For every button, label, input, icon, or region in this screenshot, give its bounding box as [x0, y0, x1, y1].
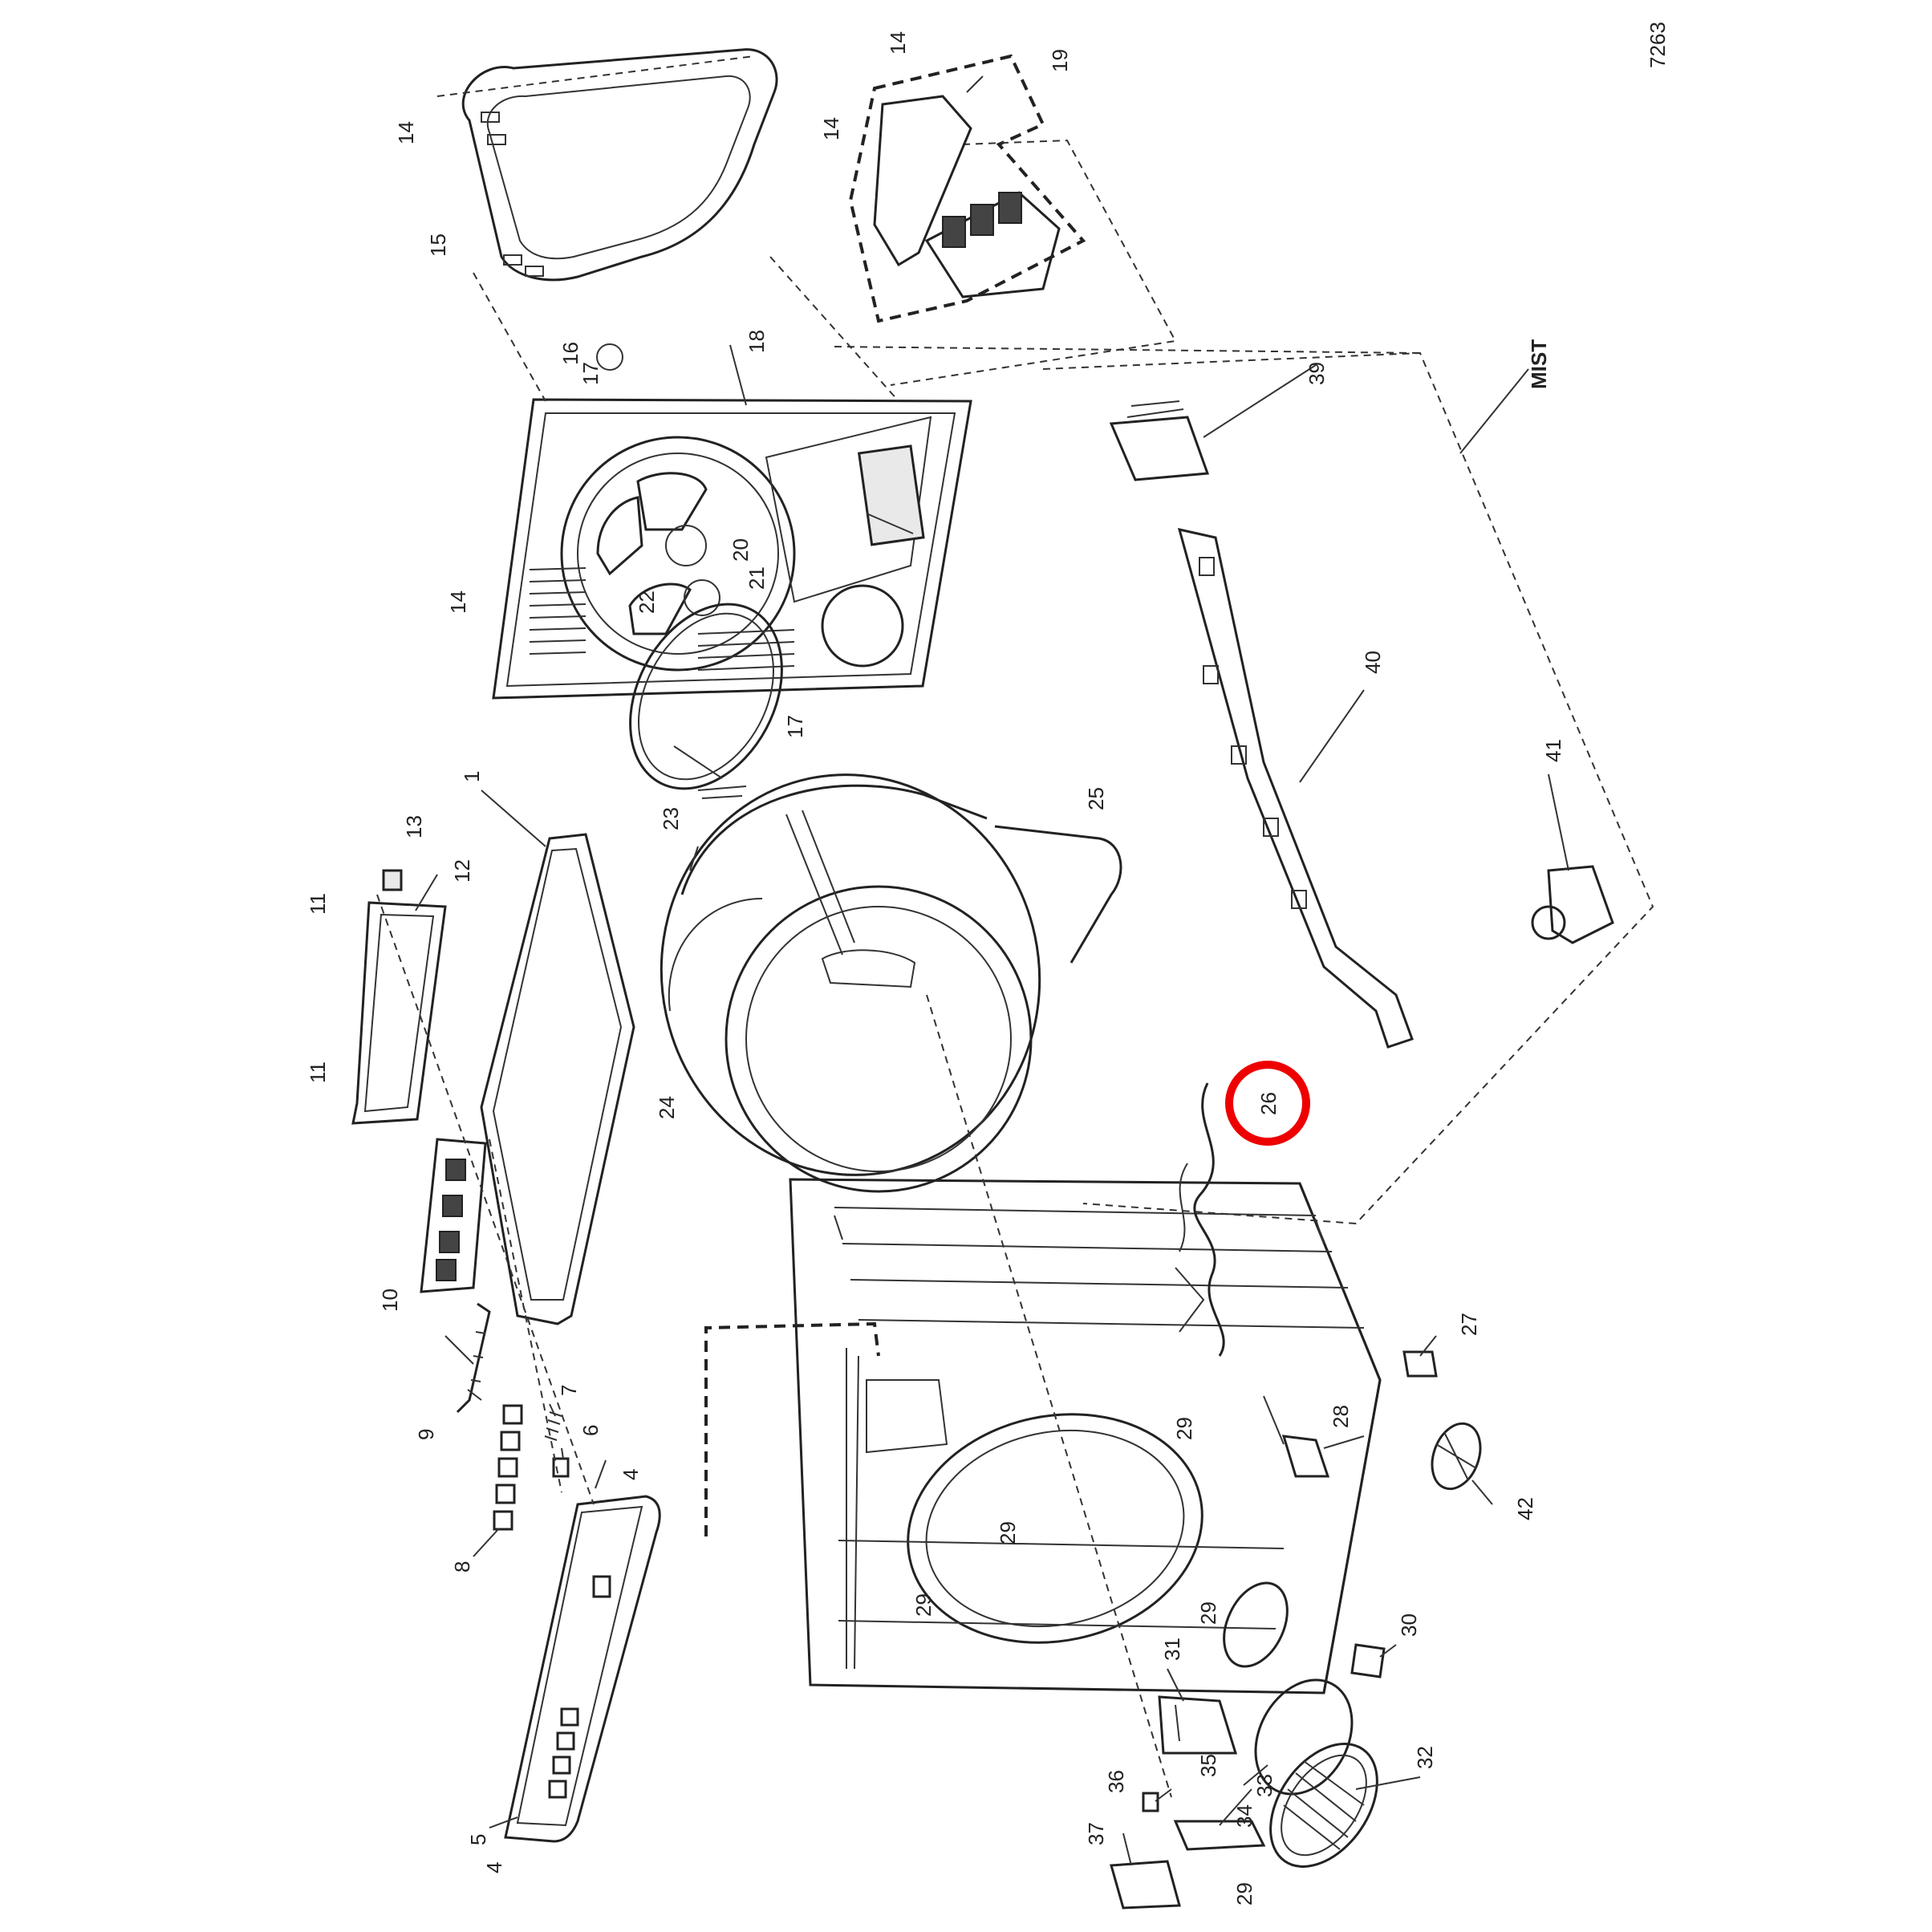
callout-35: 35 — [1196, 1754, 1220, 1777]
highlight-circle-part-26 — [1225, 1061, 1310, 1146]
callout-14: 14 — [394, 121, 418, 144]
part-6-button — [552, 1457, 570, 1478]
part-36-pin — [1142, 1792, 1159, 1812]
callout-20: 20 — [729, 538, 753, 562]
callout-28: 28 — [1329, 1405, 1353, 1428]
callout-9: 9 — [414, 1429, 438, 1440]
callout-36: 36 — [1104, 1770, 1128, 1793]
part-32-grille — [1269, 1743, 1378, 1868]
part-7-spring — [544, 1411, 562, 1441]
part-10-switch-block — [420, 1138, 487, 1293]
callout-29: 29 — [996, 1521, 1020, 1544]
callout-34: 34 — [1232, 1804, 1256, 1828]
part-5-fascia — [504, 1495, 661, 1843]
part-42-duct-ring — [1431, 1422, 1482, 1491]
callout-18: 18 — [745, 330, 769, 353]
part-12-control-module — [351, 869, 447, 1125]
callout-11: 11 — [306, 1061, 330, 1083]
callout-1: 1 — [460, 771, 484, 782]
part-41-valve — [1531, 865, 1614, 944]
callout-40: 40 — [1361, 651, 1385, 674]
callout-41: 41 — [1541, 739, 1565, 762]
callout-27: 27 — [1457, 1313, 1481, 1336]
callout-22: 22 — [635, 591, 659, 614]
callout-labels: 1 4 4 5 6 7 8 9 10 11 11 12 13 14 14 14 … — [306, 31, 1565, 1906]
part-40-rail — [1177, 527, 1414, 1049]
callout-12: 12 — [450, 859, 474, 883]
callout-23: 23 — [659, 807, 683, 830]
group-label-mist: MIST — [1527, 339, 1551, 389]
callout-6: 6 — [578, 1425, 603, 1436]
part-18-rear-panel — [492, 343, 972, 700]
callout-11: 11 — [306, 893, 330, 915]
callout-14: 14 — [819, 117, 843, 140]
callout-24: 24 — [655, 1096, 679, 1119]
part-26-hose — [1175, 1082, 1225, 1357]
callout-4: 4 — [619, 1469, 643, 1480]
vent-slots-left — [529, 567, 795, 671]
part-28-bracket — [1263, 1395, 1330, 1478]
callout-14: 14 — [446, 591, 470, 614]
part-19-assembly — [848, 54, 1177, 386]
callout-15: 15 — [426, 233, 450, 257]
part-9-harness — [456, 1302, 491, 1414]
callout-16: 16 — [558, 342, 582, 365]
drawing-number: 7263 — [1646, 22, 1670, 68]
callout-33: 33 — [1252, 1774, 1276, 1797]
callout-19: 19 — [1048, 49, 1072, 72]
callout-25: 25 — [1084, 787, 1108, 810]
callout-7: 7 — [557, 1385, 581, 1396]
callout-29: 29 — [911, 1593, 936, 1617]
part-33-door-seal — [1254, 1678, 1354, 1796]
part-23-ring — [629, 603, 783, 799]
callout-26: 26 — [1256, 1092, 1281, 1115]
part-39-bracket — [1109, 400, 1210, 481]
callout-30: 30 — [1397, 1613, 1421, 1637]
callout-37: 37 — [1084, 1822, 1108, 1845]
cabinet — [789, 1178, 1382, 1695]
callout-39: 39 — [1305, 362, 1329, 385]
part-15-rear-cover — [461, 48, 778, 282]
callout-42: 42 — [1513, 1497, 1537, 1520]
callout-29: 29 — [1196, 1601, 1220, 1625]
callout-10: 10 — [378, 1289, 402, 1312]
callout-31: 31 — [1160, 1638, 1184, 1661]
leader-lines — [415, 75, 1569, 1866]
callout-29: 29 — [1232, 1882, 1256, 1906]
callout-4: 4 — [482, 1862, 506, 1873]
callout-13: 13 — [402, 815, 426, 838]
callout-17: 17 — [783, 715, 807, 738]
callout-21: 21 — [745, 566, 769, 590]
part-37-hinge — [1110, 1860, 1181, 1910]
part-24-drum — [660, 773, 1122, 1193]
part-30-clip — [1350, 1643, 1386, 1678]
callout-8: 8 — [450, 1561, 474, 1573]
part-34-handle — [1173, 1820, 1266, 1851]
callout-14: 14 — [886, 31, 910, 55]
mist-kit-group: MIST — [834, 339, 1654, 1225]
callout-32: 32 — [1413, 1746, 1437, 1769]
callout-17: 17 — [578, 362, 603, 385]
part-31-35-door-lock — [1158, 1695, 1238, 1755]
part-1-top-panel — [480, 833, 635, 1325]
part-8-knobs — [493, 1404, 523, 1531]
callout-5: 5 — [466, 1834, 490, 1845]
callout-29: 29 — [1172, 1417, 1196, 1440]
